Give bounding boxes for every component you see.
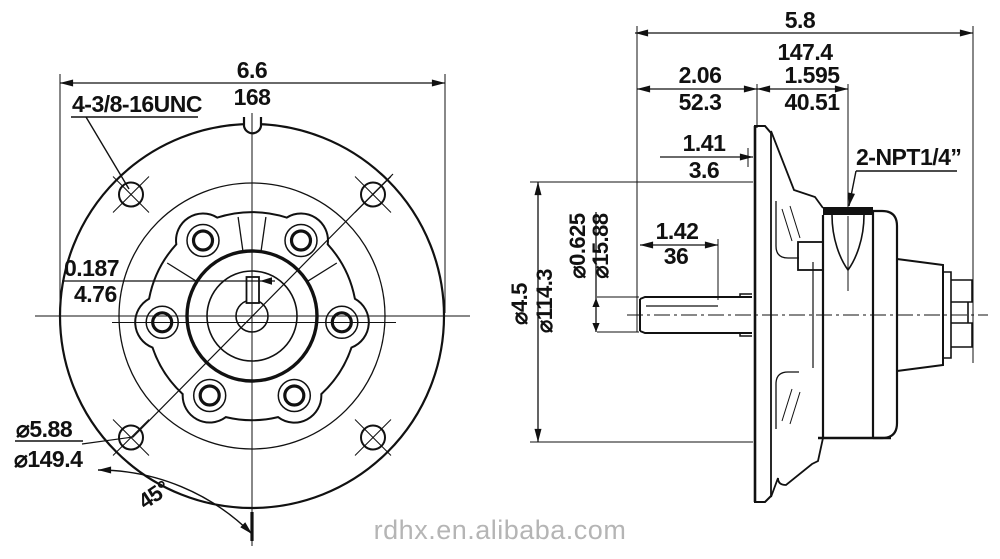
bolt-circle-dimension: ⌀5.88 ⌀149.4 (14, 416, 84, 472)
flange-lip-mm: 3.6 (689, 157, 719, 183)
shaft-length-dimension: 1.42 36 (639, 218, 719, 269)
thread-label: 4-3/8-16UNC (72, 91, 202, 117)
casting-spokes (166, 216, 338, 283)
outer-dia-inch: 6.6 (237, 57, 267, 83)
keyway-dimension: 0.187 4.76 (62, 255, 275, 307)
side-boss-block (797, 241, 824, 271)
thread-callout: 4-3/8-16UNC (71, 91, 203, 190)
port-offset-dimension: 1.595 40.51 (756, 62, 849, 115)
bolt-circle-inch: ⌀5.88 (16, 416, 73, 442)
keyway-slot (245, 276, 260, 304)
motor-body (818, 207, 891, 440)
counterbore-hole (186, 223, 220, 258)
mounting-hole (354, 419, 392, 456)
shaft-dia-inch: ⌀0.625 (565, 213, 590, 279)
port-label: 2-NPT1/4” (856, 144, 961, 170)
output-shaft (639, 293, 752, 337)
gerotor-body-profile (134, 211, 370, 424)
keyway-inch: 0.187 (64, 255, 119, 281)
pilot-dia-inch: ⌀4.5 (507, 283, 532, 325)
overall-length-mm: 147.4 (777, 39, 833, 65)
counterbore-hole (192, 378, 227, 413)
front-length-dimension: 2.06 52.3 (636, 62, 758, 115)
pilot-dia-dimension: ⌀4.5 ⌀114.3 (507, 181, 557, 443)
front-view: 45° 6.6 168 4-3/8-16UNC 0.187 4.76 ⌀5.88… (14, 57, 470, 546)
flange-lip-inch: 1.41 (683, 130, 726, 156)
outer-dia-dimension: 6.6 168 (59, 57, 446, 313)
shaft-dia-dimension: ⌀0.625 ⌀15.88 (565, 212, 613, 332)
bolt-circle-mm: ⌀149.4 (14, 446, 83, 472)
front-length-mm: 52.3 (679, 89, 722, 115)
shaft-dia-mm: ⌀15.88 (588, 213, 613, 279)
side-extension-lines (530, 26, 974, 443)
counterbore-hole (277, 378, 312, 413)
shaft-length-mm: 36 (664, 243, 689, 269)
watermark-text: rdhx.en.alibaba.com (374, 515, 627, 545)
front-centerlines (35, 113, 470, 546)
flange-bell-ribs (770, 130, 824, 498)
shaft-length-inch: 1.42 (656, 218, 699, 244)
end-cap (873, 209, 973, 440)
counterbore-hole (284, 223, 318, 258)
port-callout: 2-NPT1/4” (848, 144, 962, 207)
flange-lip-dimension: 1.41 3.6 (660, 130, 754, 183)
front-length-inch: 2.06 (679, 62, 722, 88)
side-view: 5.8 147.4 2.06 52.3 1.595 40.51 1.41 3.6… (507, 7, 988, 503)
pilot-dia-mm: ⌀114.3 (532, 269, 557, 333)
bolt-circle-diagonal (81, 173, 394, 445)
outer-dia-mm: 168 (234, 84, 272, 110)
mounting-hole (112, 176, 150, 213)
mounting-flange (753, 125, 772, 503)
port-offset-mm: 40.51 (784, 89, 840, 115)
port-offset-inch: 1.595 (784, 62, 840, 88)
overall-length-dimension: 5.8 147.4 (634, 7, 974, 65)
rear-shaft-stub (951, 279, 973, 348)
overall-length-inch: 5.8 (785, 7, 816, 33)
keyway-mm: 4.76 (74, 281, 117, 307)
angle-dimension-arc (97, 466, 253, 535)
